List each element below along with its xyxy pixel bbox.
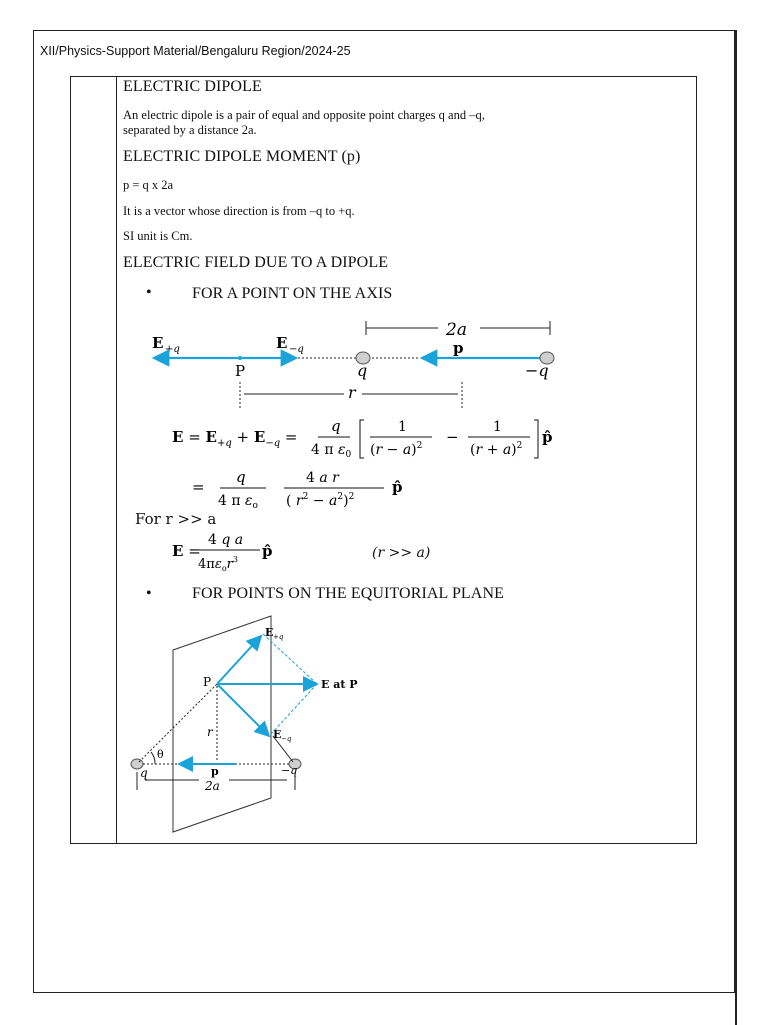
label-2a-equatorial: 2a xyxy=(204,779,220,793)
label-P-axial: P xyxy=(235,362,245,380)
bullet-equatorial-plane: FOR POINTS ON THE EQUITORIAL PLANE xyxy=(192,585,504,602)
svg-text:4 q a: 4 q a xyxy=(208,532,243,548)
svg-text:4 a r: 4 a r xyxy=(306,470,340,486)
axial-dipole-diagram: 2a E +q E −q p P q −q r xyxy=(151,320,555,408)
label-P-equatorial: P xyxy=(203,675,211,689)
content-table xyxy=(70,76,697,844)
table-column-divider xyxy=(116,76,117,844)
equatorial-plane xyxy=(172,615,272,833)
label-p-axial: p xyxy=(453,339,464,357)
label-r-equatorial: r xyxy=(207,725,214,739)
label-E-minus-q-eq: E xyxy=(273,728,281,741)
equation-axial-field-approx: E = 4 q a 4πεor3 p̂ xyxy=(172,532,273,573)
page-border-shadow xyxy=(735,30,737,1025)
svg-text:p̂: p̂ xyxy=(392,478,403,496)
label-2a: 2a xyxy=(445,320,467,340)
svg-text:E =: E = xyxy=(172,542,201,560)
point-P-dot xyxy=(238,356,242,360)
svg-text:q: q xyxy=(331,417,341,435)
section-title-dipole: ELECTRIC DIPOLE xyxy=(123,78,262,95)
svg-text:( r2 − a2)2: ( r2 − a2)2 xyxy=(286,492,354,509)
label-p-equatorial: p xyxy=(211,765,219,778)
condition-for-r: For r >> a xyxy=(135,510,217,528)
svg-text:q: q xyxy=(236,468,246,486)
svg-text:4 π εo: 4 π εo xyxy=(218,493,258,511)
label-E-minus-q: E xyxy=(276,334,287,352)
svg-text:p̂: p̂ xyxy=(542,428,553,446)
label-E-plus-q-sub: +q xyxy=(165,344,180,355)
condition-r-much-greater-a: (r >> a) xyxy=(372,545,431,561)
label-E-plus-q-eq: E xyxy=(265,626,273,639)
svg-text:1: 1 xyxy=(398,419,407,435)
label-E-minus-q-eq-sub: −q xyxy=(281,735,292,743)
svg-text:=: = xyxy=(192,478,205,496)
moment-direction: It is a vector whose direction is from –… xyxy=(123,204,355,218)
moment-formula: p = q x 2a xyxy=(123,178,174,192)
svg-text:1: 1 xyxy=(493,419,502,435)
label-E-plus-q: E xyxy=(152,334,163,352)
svg-text:p̂: p̂ xyxy=(262,542,273,560)
equation-axial-field: E = E+q + E−q = q 4 π ε0 1 (r − a)2 − 1 … xyxy=(172,417,553,460)
svg-text:E = E+q + E−q =: E = E+q + E−q = xyxy=(172,428,297,449)
moment-si-unit: SI unit is Cm. xyxy=(123,229,193,243)
dipole-definition-line2: separated by a distance 2a. xyxy=(123,123,257,137)
label-theta: θ xyxy=(157,748,164,761)
page-border xyxy=(33,30,735,993)
svg-text:(r − a)2: (r − a)2 xyxy=(370,441,422,458)
label-q-equatorial: q xyxy=(140,766,148,780)
equatorial-dipole-diagram: θ P E +q E at P E −q r q p −q 2a xyxy=(130,615,358,833)
equation-axial-field-simplified: = q 4 π εo 4 a r ( r2 − a2)2 p̂ xyxy=(192,468,403,511)
label-E-at-P: E at P xyxy=(321,678,358,691)
label-neg-q-axial: −q xyxy=(525,361,549,380)
charge-minus-q xyxy=(539,351,555,365)
arrow-E-minus-q-eq xyxy=(216,683,271,738)
label-E-minus-q-sub: −q xyxy=(289,344,304,355)
arrow-E-plus-q-eq xyxy=(216,634,263,685)
page-header: XII/Physics-Support Material/Bengaluru R… xyxy=(40,44,351,58)
label-neg-q-equatorial: −q xyxy=(281,764,297,777)
dipole-definition-line1: An electric dipole is a pair of equal an… xyxy=(123,108,485,122)
label-E-plus-q-eq-sub: +q xyxy=(273,633,284,641)
section-title-moment: ELECTRIC DIPOLE MOMENT (p) xyxy=(123,148,361,165)
bullet-dot-2: • xyxy=(146,585,152,602)
bullet-axis-point: FOR A POINT ON THE AXIS xyxy=(192,285,393,302)
bullet-dot-1: • xyxy=(146,284,152,301)
svg-text:4 π ε0: 4 π ε0 xyxy=(311,442,352,460)
svg-text:(r + a)2: (r + a)2 xyxy=(470,441,522,458)
label-r-axial: r xyxy=(348,383,357,402)
svg-text:−: − xyxy=(446,428,459,446)
label-q-axial: q xyxy=(357,361,367,380)
charge-plus-q xyxy=(355,351,371,365)
svg-text:4πεor3: 4πεor3 xyxy=(198,555,238,573)
section-title-field: ELECTRIC FIELD DUE TO A DIPOLE xyxy=(123,254,389,271)
